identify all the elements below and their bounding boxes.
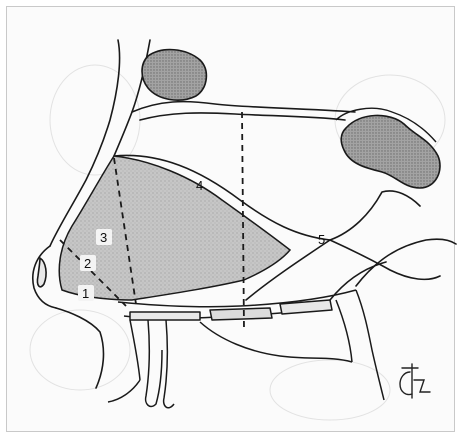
region-label-3: 3 xyxy=(100,230,107,245)
artist-monogram xyxy=(400,364,430,398)
region-label-5: 5 xyxy=(318,232,325,247)
frontal-sinus xyxy=(142,50,206,101)
shaded-anterior-region xyxy=(59,156,290,300)
region-label-2: 2 xyxy=(84,256,91,271)
region-label-4: 4 xyxy=(196,178,203,193)
region-label-1: 1 xyxy=(82,286,89,301)
sphenoid-sinus xyxy=(336,108,440,188)
palate xyxy=(108,290,384,408)
